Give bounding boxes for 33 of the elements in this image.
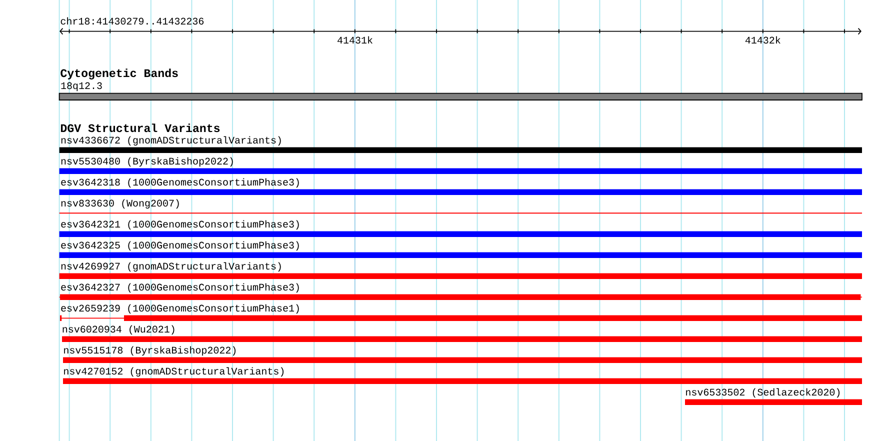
- feature-bar: [60, 315, 862, 321]
- feature-label: nsv4270152 (gnomADStructuralVariants): [64, 367, 284, 377]
- feature-bar: [63, 378, 862, 384]
- feature-label: nsv833630 (Wong2007): [61, 199, 179, 209]
- feature-bar: [58, 294, 862, 300]
- feature-label: esv3642325 (1000GenomesConsortiumPhase3): [61, 241, 299, 251]
- coordinate-label: chr18:41430279..41432236: [60, 17, 204, 25]
- cytoband-bar: [58, 92, 862, 100]
- tick-label: 41431k: [338, 36, 372, 44]
- feature-bar: [63, 357, 862, 363]
- track-title: Cytogenetic Bands: [60, 68, 178, 80]
- feature-label: esv2659239 (1000GenomesConsortiumPhase1): [61, 304, 299, 314]
- feature-label: esv3642318 (1000GenomesConsortiumPhase3): [61, 178, 299, 188]
- feature-label: nsv5515178 (ByrskaBishop2022): [64, 346, 236, 356]
- feature-bar: [59, 147, 862, 153]
- feature-bar: [59, 189, 862, 195]
- tick-label: 41432k: [745, 36, 780, 44]
- feature-bar: [59, 231, 862, 237]
- feature-label: nsv4336672 (gnomADStructuralVariants): [61, 136, 281, 146]
- feature-bar: [59, 168, 862, 174]
- feature-label: nsv6533502 (Sedlazeck2020): [686, 388, 840, 398]
- feature-label: nsv4269927 (gnomADStructuralVariants): [61, 262, 281, 272]
- feature-label: nsv6020934 (Wu2021): [62, 325, 174, 335]
- feature-bar: [685, 399, 862, 405]
- track-title: DGV Structural Variants: [60, 124, 220, 132]
- feature-bar: [62, 336, 862, 342]
- feature-bar: [59, 273, 862, 279]
- feature-line: [58, 212, 862, 214]
- feature-label: esv3642327 (1000GenomesConsortiumPhase3): [61, 283, 299, 293]
- feature-label: nsv5530480 (ByrskaBishop2022): [61, 157, 233, 167]
- feature-bar: [59, 252, 862, 258]
- feature-label: esv3642321 (1000GenomesConsortiumPhase3): [61, 220, 299, 230]
- feature-label: 18q12.3: [61, 82, 102, 92]
